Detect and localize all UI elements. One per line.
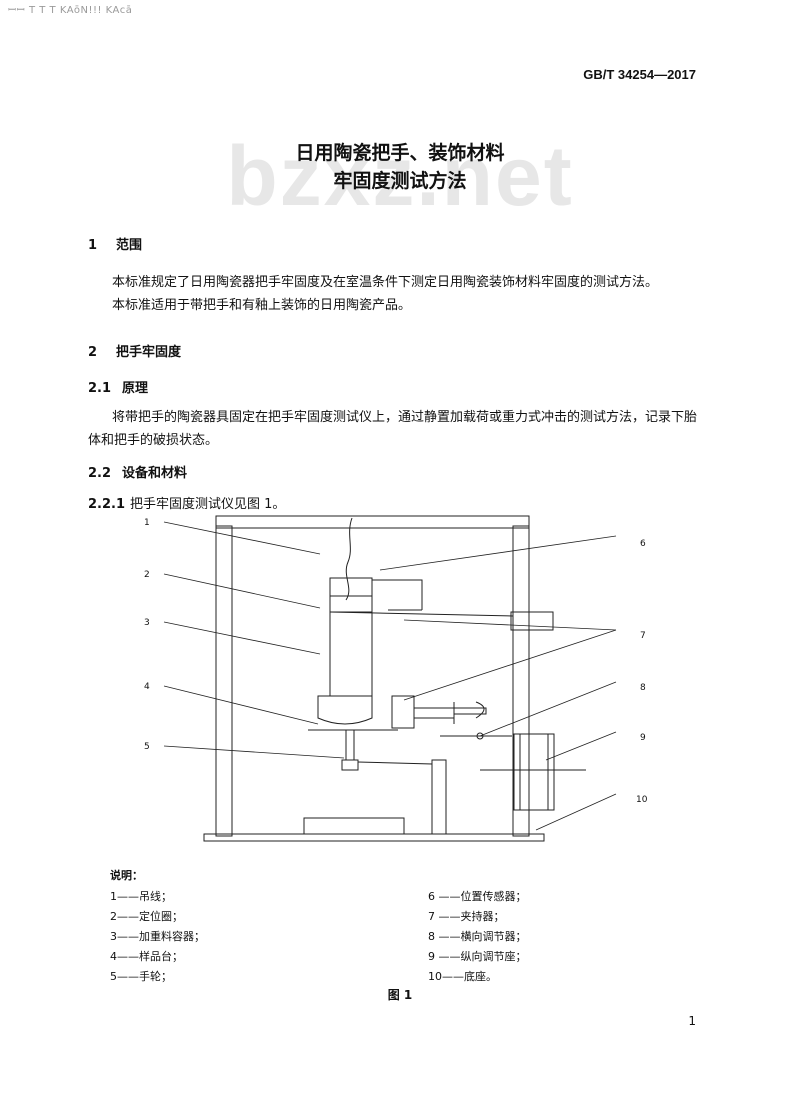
base-block: [303, 817, 405, 835]
legend-item-6: 6 ——位置传感器；: [428, 890, 527, 903]
legend-item-10: 10——底座。: [428, 970, 497, 983]
handwheel: [341, 759, 359, 771]
section-2-heading: 2 把手牢固度: [88, 341, 181, 360]
legend-title: 说明：: [110, 869, 143, 882]
figure-1-drawing: 1 2 3 4 5 6 7 8 9 10: [140, 512, 700, 858]
support-post: [431, 759, 447, 835]
section-title: 设备和材料: [122, 466, 188, 481]
section-number: 2.2: [88, 466, 112, 481]
arm-to-base: [357, 761, 433, 834]
positioning-ring: [329, 611, 514, 617]
handwheel-shaft: [345, 729, 355, 761]
figure-caption: 图 1: [387, 988, 413, 1002]
callout-7: 7: [640, 631, 646, 641]
top-mark: ꟷꟷ T T T KAōN!!! KAcā: [8, 5, 133, 16]
clause-text: 把手牢固度测试仪见图 1。: [130, 497, 286, 512]
watermark: bzxz.net: [226, 129, 574, 223]
lateral-adjuster-bar: [453, 707, 487, 715]
callout-2: 2: [144, 570, 150, 580]
vertical-adjuster-seat: [513, 733, 555, 811]
legend-item-1: 1——吊线；: [110, 890, 172, 903]
section-2-1-heading: 2.1 原理: [88, 377, 148, 396]
frame-left-post: [215, 525, 233, 837]
callout-4: 4: [144, 682, 150, 692]
base-plate: [203, 833, 545, 842]
section-1-heading: 1 范围: [88, 234, 142, 253]
legend-item-9: 9 ——纵向调节座；: [428, 950, 527, 963]
page-number: 1: [688, 1014, 696, 1028]
callout-10: 10: [636, 795, 648, 805]
standard-number: GB/T 34254—2017: [583, 67, 696, 82]
section-number: 2: [88, 345, 98, 360]
section-title: 把手牢固度: [116, 345, 182, 360]
clamp-body: [391, 695, 415, 729]
clamp-rod: [413, 707, 455, 719]
legend-item-7: 7 ——夹持器；: [428, 910, 505, 923]
legend-item-3: 3——加重料容器；: [110, 930, 205, 943]
section-number: 2.2.1: [88, 497, 126, 512]
legend-item-2: 2——定位圈；: [110, 910, 183, 923]
frame-top-beam: [215, 515, 530, 529]
position-sensor: [510, 611, 554, 631]
section-2-2-1: 2.2.1 把手牢固度测试仪见图 1。: [88, 493, 285, 512]
callout-8: 8: [640, 683, 646, 693]
callout-3: 3: [144, 618, 150, 628]
paragraph-scope-2: 本标准适用于带把手和有釉上装饰的日用陶瓷产品。: [112, 298, 412, 313]
callout-9: 9: [640, 733, 646, 743]
apparatus-diagram: 1 2 3 4 5 6 7 8 9 10: [144, 515, 648, 842]
hanging-wire: [345, 517, 353, 601]
document-title-line2: 牢固度测试方法: [333, 170, 467, 192]
section-title: 范围: [116, 238, 143, 253]
legend-item-8: 8 ——横向调节器；: [428, 930, 527, 943]
legend-item-5: 5——手轮；: [110, 970, 172, 983]
legend-item-4: 4——样品台；: [110, 950, 183, 963]
callout-1: 1: [144, 518, 150, 528]
sample-holder-bowl: [317, 695, 373, 725]
section-2-2-heading: 2.2 设备和材料: [88, 462, 187, 481]
document-title-line1: 日用陶瓷把手、装饰材料: [295, 142, 505, 164]
adjuster-knob: [476, 732, 484, 740]
section-number: 1: [88, 238, 98, 253]
sensor-bracket: [372, 579, 423, 610]
paragraph-principle: 将带把手的陶瓷器具固定在把手牢固度测试仪上，通过静置加载荷或重力式冲击的测试方法…: [88, 410, 698, 448]
frame-right-post: [512, 525, 530, 837]
paragraph-scope-1: 本标准规定了日用陶瓷器把手牢固度及在室温条件下测定日用陶瓷装饰材料牢固度的测试方…: [112, 275, 659, 290]
section-title: 原理: [122, 381, 149, 396]
section-number: 2.1: [88, 381, 112, 396]
callout-6: 6: [640, 539, 646, 549]
callout-5: 5: [144, 742, 150, 752]
